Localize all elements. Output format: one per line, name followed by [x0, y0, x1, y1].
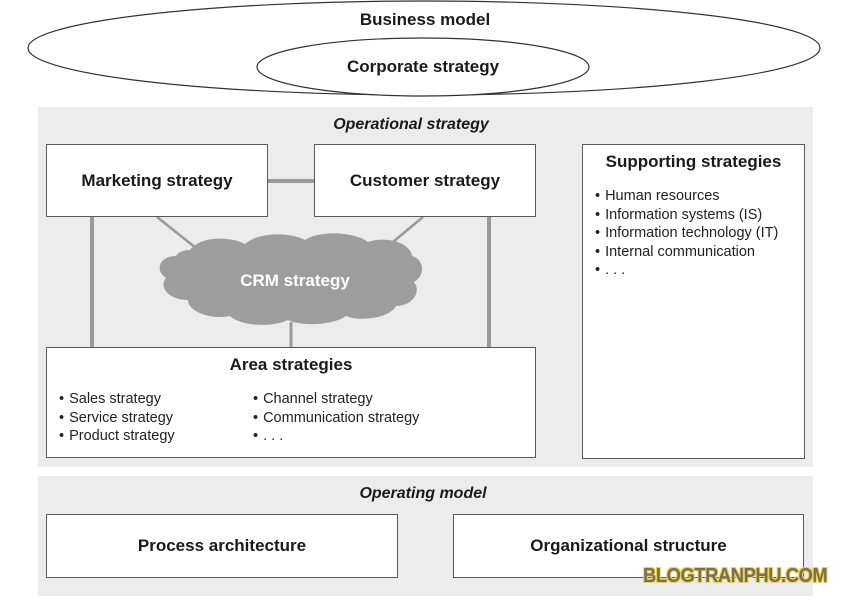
list-item: Information systems (IS) [595, 206, 778, 225]
corporate-strategy-label: Corporate strategy [346, 57, 500, 76]
watermark-text: BLOGTRANPHU.COM [643, 565, 828, 587]
marketing-strategy-box: Marketing strategy [46, 144, 268, 217]
area-strategies-title: Area strategies [229, 355, 353, 374]
list-item: Channel strategy [253, 390, 419, 409]
organizational-structure-box: Organizational structure [453, 514, 804, 578]
crm-cloud-icon [159, 233, 423, 325]
list-item: Information technology (IT) [595, 224, 778, 243]
customer-strategy-box: Customer strategy [314, 144, 536, 217]
list-item: . . . [253, 427, 419, 446]
business-model-diagram [27, 0, 821, 97]
list-item: Human resources [595, 187, 778, 206]
list-item: Communication strategy [253, 409, 419, 428]
area-strategies-list-2: Channel strategy Communication strategy … [253, 390, 419, 446]
business-model-label: Business model [359, 10, 491, 29]
customer-strategy-label: Customer strategy [349, 170, 501, 190]
list-item: . . . [595, 261, 778, 280]
list-item: Product strategy [59, 427, 175, 446]
list-item: Sales strategy [59, 390, 175, 409]
list-item: Service strategy [59, 409, 175, 428]
operational-strategy-label: Operational strategy [333, 116, 489, 133]
process-architecture-box: Process architecture [46, 514, 398, 578]
crm-strategy-label: CRM strategy [240, 271, 350, 290]
area-strategies-box: Area strategies Sales strategy Service s… [46, 347, 536, 458]
supporting-strategies-list: Human resources Information systems (IS)… [595, 187, 778, 280]
marketing-strategy-label: Marketing strategy [81, 170, 233, 190]
process-architecture-label: Process architecture [137, 536, 307, 555]
supporting-strategies-box: Supporting strategies Human resources In… [582, 144, 805, 459]
list-item: Internal communication [595, 243, 778, 262]
organizational-structure-label: Organizational structure [530, 536, 727, 555]
area-strategies-list-1: Sales strategy Service strategy Product … [59, 390, 175, 446]
operating-model-label: Operating model [359, 485, 487, 502]
connector-marketing-crm [156, 216, 197, 249]
corporate-strategy-ellipse [256, 37, 590, 97]
supporting-strategies-title: Supporting strategies [605, 152, 782, 171]
